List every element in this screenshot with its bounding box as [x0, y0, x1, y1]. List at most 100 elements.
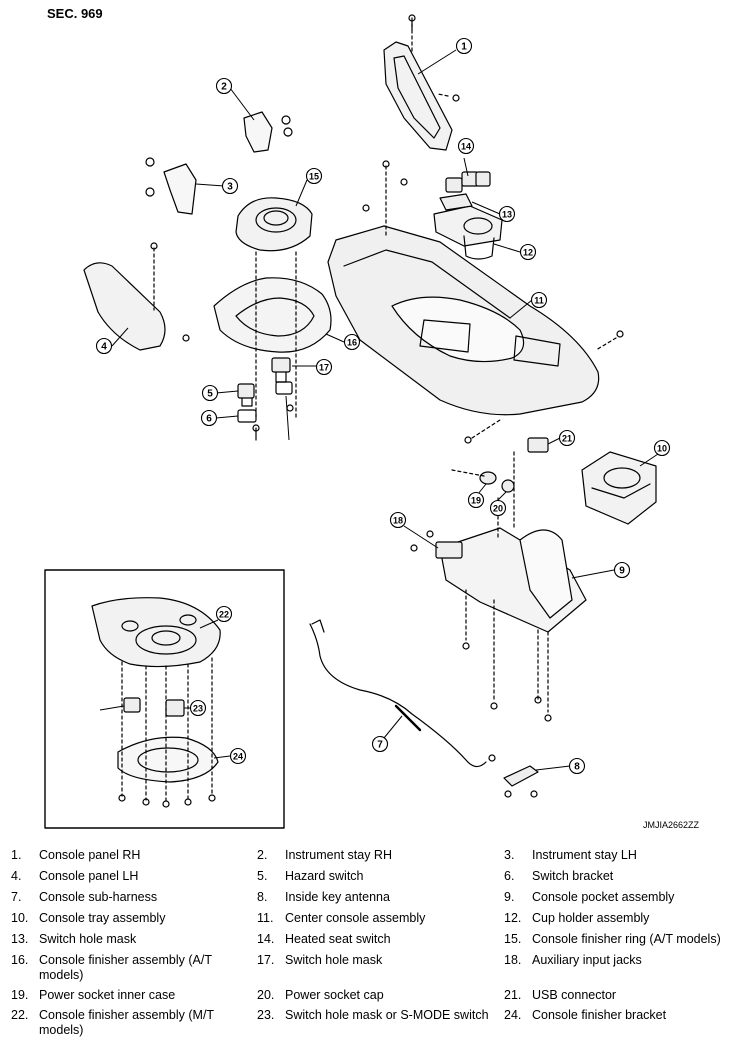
legend-text: Instrument stay RH [285, 848, 392, 862]
callout-circle-16 [343, 333, 361, 351]
legend-text: Power socket inner case [39, 988, 176, 1002]
callout-circle-10 [653, 439, 671, 457]
callout-circle-22 [215, 605, 233, 623]
legend-number: 15. [504, 932, 522, 946]
legend-text: Switch hole mask or S-MODE switch [285, 1008, 489, 1022]
leader-lines [99, 49, 659, 771]
callout-circle-14 [457, 137, 475, 155]
callout-circle-19 [467, 491, 485, 509]
callout-circle-6 [200, 409, 218, 427]
legend-number: 20. [257, 988, 275, 1002]
legend-number: 9. [504, 890, 515, 904]
legend-number: 19. [11, 988, 29, 1002]
part-switch-hole-mask-13 [439, 193, 473, 211]
legend-text: Console panel LH [39, 869, 139, 883]
callout-label-2: 2 [221, 82, 227, 93]
part-console-panel-rh [383, 14, 460, 151]
part-center-console [327, 160, 624, 444]
part-cup-holder [433, 205, 503, 260]
callout-label-6: 6 [206, 414, 212, 425]
legend-number: 10. [11, 911, 29, 925]
part-inside-key-antenna [503, 765, 539, 798]
legend-text: Console pocket assembly [532, 890, 675, 904]
callout-circle-12 [519, 243, 537, 261]
part-console-tray [581, 451, 657, 525]
part-console-pocket [439, 527, 587, 722]
callout-label-23: 23 [193, 704, 203, 714]
part-usb-connector [527, 437, 549, 453]
callout-label-18: 18 [393, 516, 403, 526]
callout-circle-21 [558, 429, 576, 447]
part-switch-hole-mask-17 [271, 357, 291, 383]
callout-label-5: 5 [207, 389, 213, 400]
part-instrument-stay-lh [145, 157, 197, 215]
legend-number: 11. [257, 911, 274, 925]
callout-label-1: 1 [461, 42, 467, 53]
part-heated-seat-switch [445, 171, 491, 193]
part-console-sub-harness [309, 619, 496, 768]
callout-circle-20 [489, 499, 507, 517]
part-console-finisher-ring [235, 197, 313, 252]
legend-number: 17. [257, 953, 275, 967]
legend-number: 4. [11, 869, 22, 883]
part-console-finisher-at [213, 251, 332, 421]
legend-text: Switch hole mask [285, 953, 383, 967]
callout-circle-2 [215, 77, 233, 95]
legend-number: 8. [257, 890, 268, 904]
part-power-socket-cap [501, 479, 515, 493]
legend-number: 23. [257, 1008, 275, 1022]
callout-circle-1 [455, 37, 473, 55]
callout-label-8: 8 [574, 762, 580, 773]
callout-label-7: 7 [377, 740, 383, 751]
callout-label-16: 16 [347, 338, 357, 348]
part-console-panel-lh [83, 242, 190, 351]
callout-label-3: 3 [227, 182, 233, 193]
legend-text: Console tray assembly [39, 911, 166, 925]
callout-circle-7 [371, 735, 389, 753]
legend-text: Console panel RH [39, 848, 141, 862]
legend-number: 13. [11, 932, 29, 946]
callout-label-19: 19 [471, 496, 481, 506]
callout-circle-3 [221, 177, 239, 195]
callout-label-11: 11 [534, 296, 544, 306]
legend-number: 1. [11, 848, 22, 862]
callout-circle-8 [568, 757, 586, 775]
legend-number: 24. [504, 1008, 522, 1022]
legend-number: 5. [257, 869, 268, 883]
legend-text: Auxiliary input jacks [532, 953, 642, 967]
callout-label-9: 9 [619, 566, 625, 577]
callout-label-13: 13 [502, 210, 512, 220]
legend-number: 22. [11, 1008, 29, 1022]
legend-text: Console finisher assembly (M/T models) [39, 1008, 214, 1037]
legend-number: 14. [257, 932, 275, 946]
legend-text: Switch hole mask [39, 932, 137, 946]
callout-label-4: 4 [101, 342, 107, 353]
callout-circle-5 [201, 384, 219, 402]
callout-label-12: 12 [523, 248, 533, 258]
legend-number: 16. [11, 953, 29, 967]
callout-circle-13 [498, 205, 516, 223]
callout-circle-17 [315, 358, 333, 376]
legend-text: Console finisher ring (A/T models) [532, 932, 721, 946]
part-instrument-stay-rh [243, 111, 293, 153]
callout-label-21: 21 [562, 434, 572, 444]
legend-text: Heated seat switch [285, 932, 391, 946]
callout-circle-24 [229, 747, 247, 765]
legend-number: 6. [504, 869, 515, 883]
legend-text: Power socket cap [285, 988, 384, 1002]
callout-circle-9 [613, 561, 631, 579]
callout-circle-4 [95, 337, 113, 355]
legend-number: 7. [11, 890, 22, 904]
legend-text: Switch bracket [532, 869, 614, 883]
callout-circle-23 [189, 699, 207, 717]
callout-label-22: 22 [219, 610, 229, 620]
legend-number: 21. [504, 988, 522, 1002]
section-label: SEC. 969 [47, 6, 103, 21]
legend-text: USB connector [532, 988, 617, 1002]
legend-text: Inside key antenna [285, 890, 390, 904]
legend-text: Cup holder assembly [532, 911, 650, 925]
callout-circle-15 [305, 167, 323, 185]
